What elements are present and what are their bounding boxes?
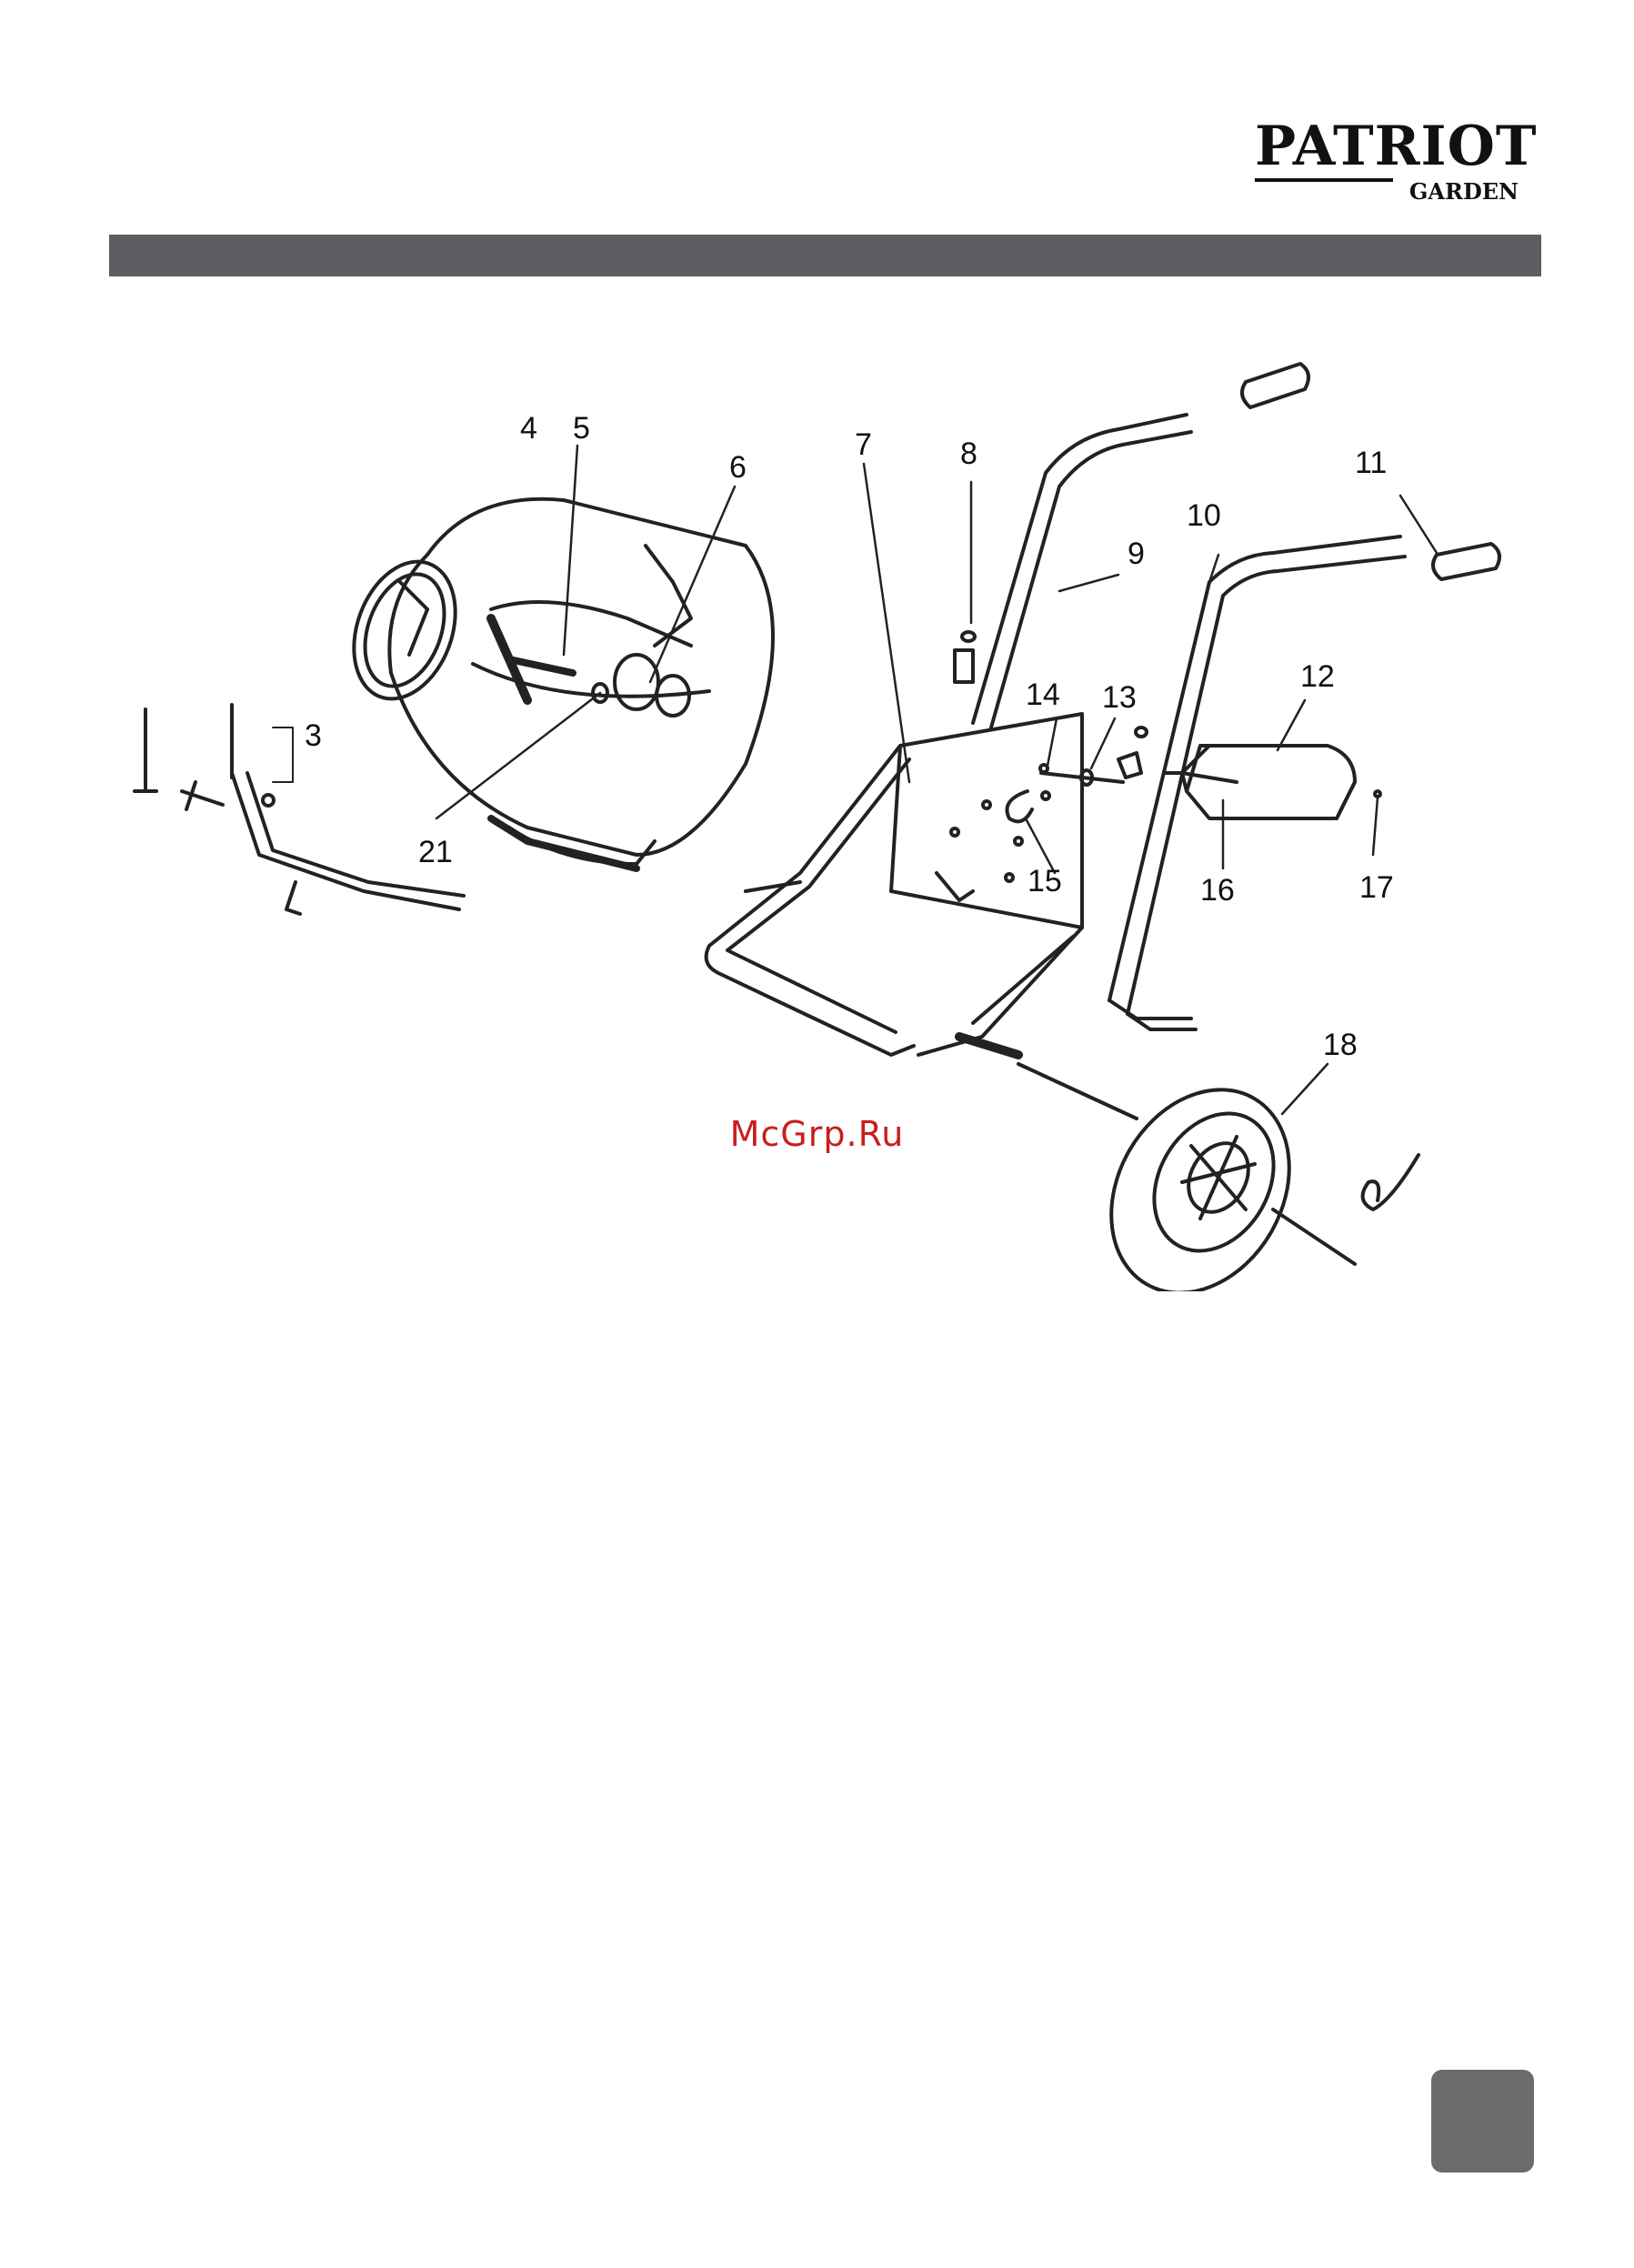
watermark-text: McGrp.Ru	[0, 1114, 1634, 1154]
logo-rule	[1255, 178, 1393, 182]
page-number-tab	[1431, 2070, 1534, 2173]
callout-12: 12	[1300, 659, 1335, 694]
tilt-handle-part	[135, 705, 464, 914]
callout-17: 17	[1359, 870, 1394, 905]
section-header-bar	[109, 235, 1541, 276]
callout-3: 3	[305, 718, 322, 753]
callout-9: 9	[1128, 537, 1145, 571]
callout-4: 4	[520, 411, 537, 446]
callout-7: 7	[855, 427, 872, 462]
motor-part	[1182, 746, 1380, 818]
callout-5: 5	[573, 411, 590, 446]
callout-16: 16	[1200, 873, 1235, 908]
callout-15: 15	[1028, 864, 1062, 898]
logo-sub: GARDEN	[1409, 178, 1519, 206]
callout-10: 10	[1187, 498, 1221, 533]
logo-brand: PATRIOT	[1255, 116, 1519, 176]
callout-18: 18	[1323, 1028, 1358, 1062]
frame-part	[707, 714, 1082, 1055]
drum-part	[336, 499, 773, 868]
patriot-garden-logo: PATRIOT GARDEN	[1255, 116, 1519, 207]
callout-6: 6	[729, 450, 747, 485]
callout-13: 13	[1102, 680, 1137, 715]
callout-8: 8	[960, 437, 977, 471]
wheel-part	[959, 1037, 1418, 1291]
callout-21: 21	[418, 835, 453, 869]
callout-14: 14	[1026, 677, 1060, 712]
callout-11: 11	[1355, 446, 1387, 480]
